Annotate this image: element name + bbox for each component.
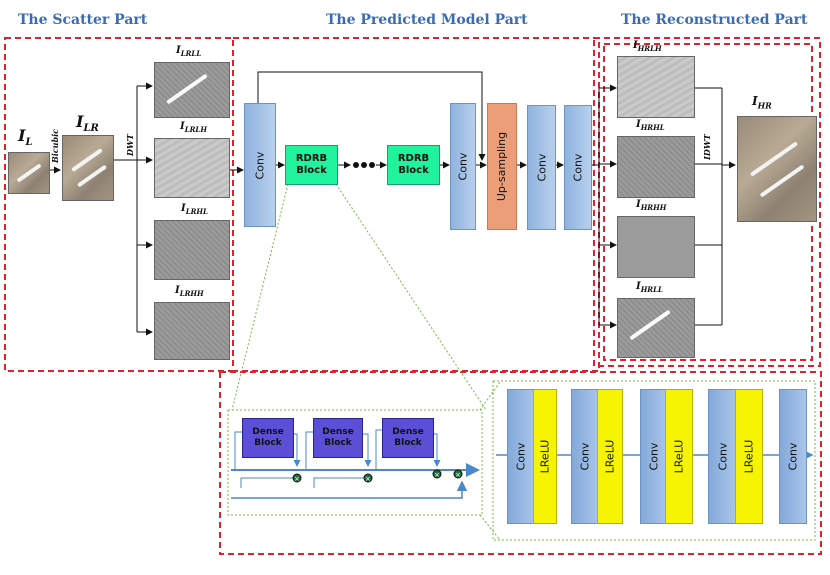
svg-text:×: × bbox=[294, 475, 300, 483]
label-lrll: ILRLL bbox=[176, 45, 202, 58]
detail-frame bbox=[219, 371, 822, 555]
output-image-ihr bbox=[737, 116, 817, 222]
label-hrlh: IHRLH bbox=[633, 40, 662, 53]
subband-lrll bbox=[154, 62, 230, 118]
label-il: IL bbox=[18, 126, 33, 149]
rdrb-detail-frame bbox=[227, 409, 483, 516]
sum-node-2: × bbox=[363, 473, 373, 483]
label-lrhh: ILRHH bbox=[175, 285, 204, 298]
reconstructed-part-frame bbox=[593, 37, 821, 367]
input-image-il bbox=[8, 152, 50, 194]
label-lrhl: ILRHL bbox=[181, 203, 208, 216]
dwt-label: DWT bbox=[125, 134, 135, 156]
conv-block-4: Conv bbox=[564, 105, 592, 230]
input-image-ilr bbox=[62, 135, 114, 201]
dense-conv-1: Conv bbox=[507, 389, 535, 524]
upsampling-block: Up-sampling bbox=[487, 103, 517, 230]
label-hrhh: IHRHH bbox=[636, 199, 667, 212]
dense-lrelu-1: LReLU bbox=[533, 389, 557, 524]
dense-conv-4: Conv bbox=[708, 389, 737, 524]
sum-node-4: × bbox=[453, 469, 463, 479]
subband-hrhl bbox=[617, 136, 695, 198]
dense-lrelu-3: LReLU bbox=[665, 389, 693, 524]
scatter-part-title: The Scatter Part bbox=[18, 12, 148, 28]
subband-hrll bbox=[617, 298, 695, 358]
conv-block-3: Conv bbox=[527, 105, 556, 230]
label-hrhl: IHRHL bbox=[636, 119, 665, 132]
svg-text:×: × bbox=[365, 475, 371, 483]
label-hrll: IHRLL bbox=[636, 281, 663, 294]
dense-conv-5: Conv bbox=[779, 389, 807, 524]
label-ihr: IHR bbox=[752, 94, 772, 111]
svg-text:×: × bbox=[455, 471, 461, 479]
conv-block-2: Conv bbox=[450, 103, 476, 230]
bicubic-label: Bicubic bbox=[50, 129, 60, 163]
dense-lrelu-4: LReLU bbox=[735, 389, 763, 524]
idwt-label: IDWT bbox=[702, 134, 712, 160]
subband-lrhh bbox=[154, 302, 230, 360]
reconstructed-part-title: The Reconstructed Part bbox=[621, 12, 808, 28]
svg-text:×: × bbox=[434, 471, 440, 479]
dense-conv-3: Conv bbox=[640, 389, 667, 524]
dense-lrelu-2: LReLU bbox=[597, 389, 623, 524]
subband-lrhl bbox=[154, 220, 230, 280]
sum-node-3: × bbox=[432, 469, 442, 479]
label-lrlh: ILRLH bbox=[180, 121, 207, 134]
subband-hrhh bbox=[617, 216, 695, 278]
dense-detail-frame bbox=[492, 380, 816, 541]
predicted-model-part-title: The Predicted Model Part bbox=[326, 12, 528, 28]
conv-block-1: Conv bbox=[244, 103, 276, 227]
subband-lrlh bbox=[154, 138, 230, 198]
label-ilr: ILR bbox=[76, 112, 99, 135]
subband-hrlh bbox=[617, 56, 695, 118]
dense-conv-2: Conv bbox=[571, 389, 599, 524]
sum-node-1: × bbox=[292, 473, 302, 483]
